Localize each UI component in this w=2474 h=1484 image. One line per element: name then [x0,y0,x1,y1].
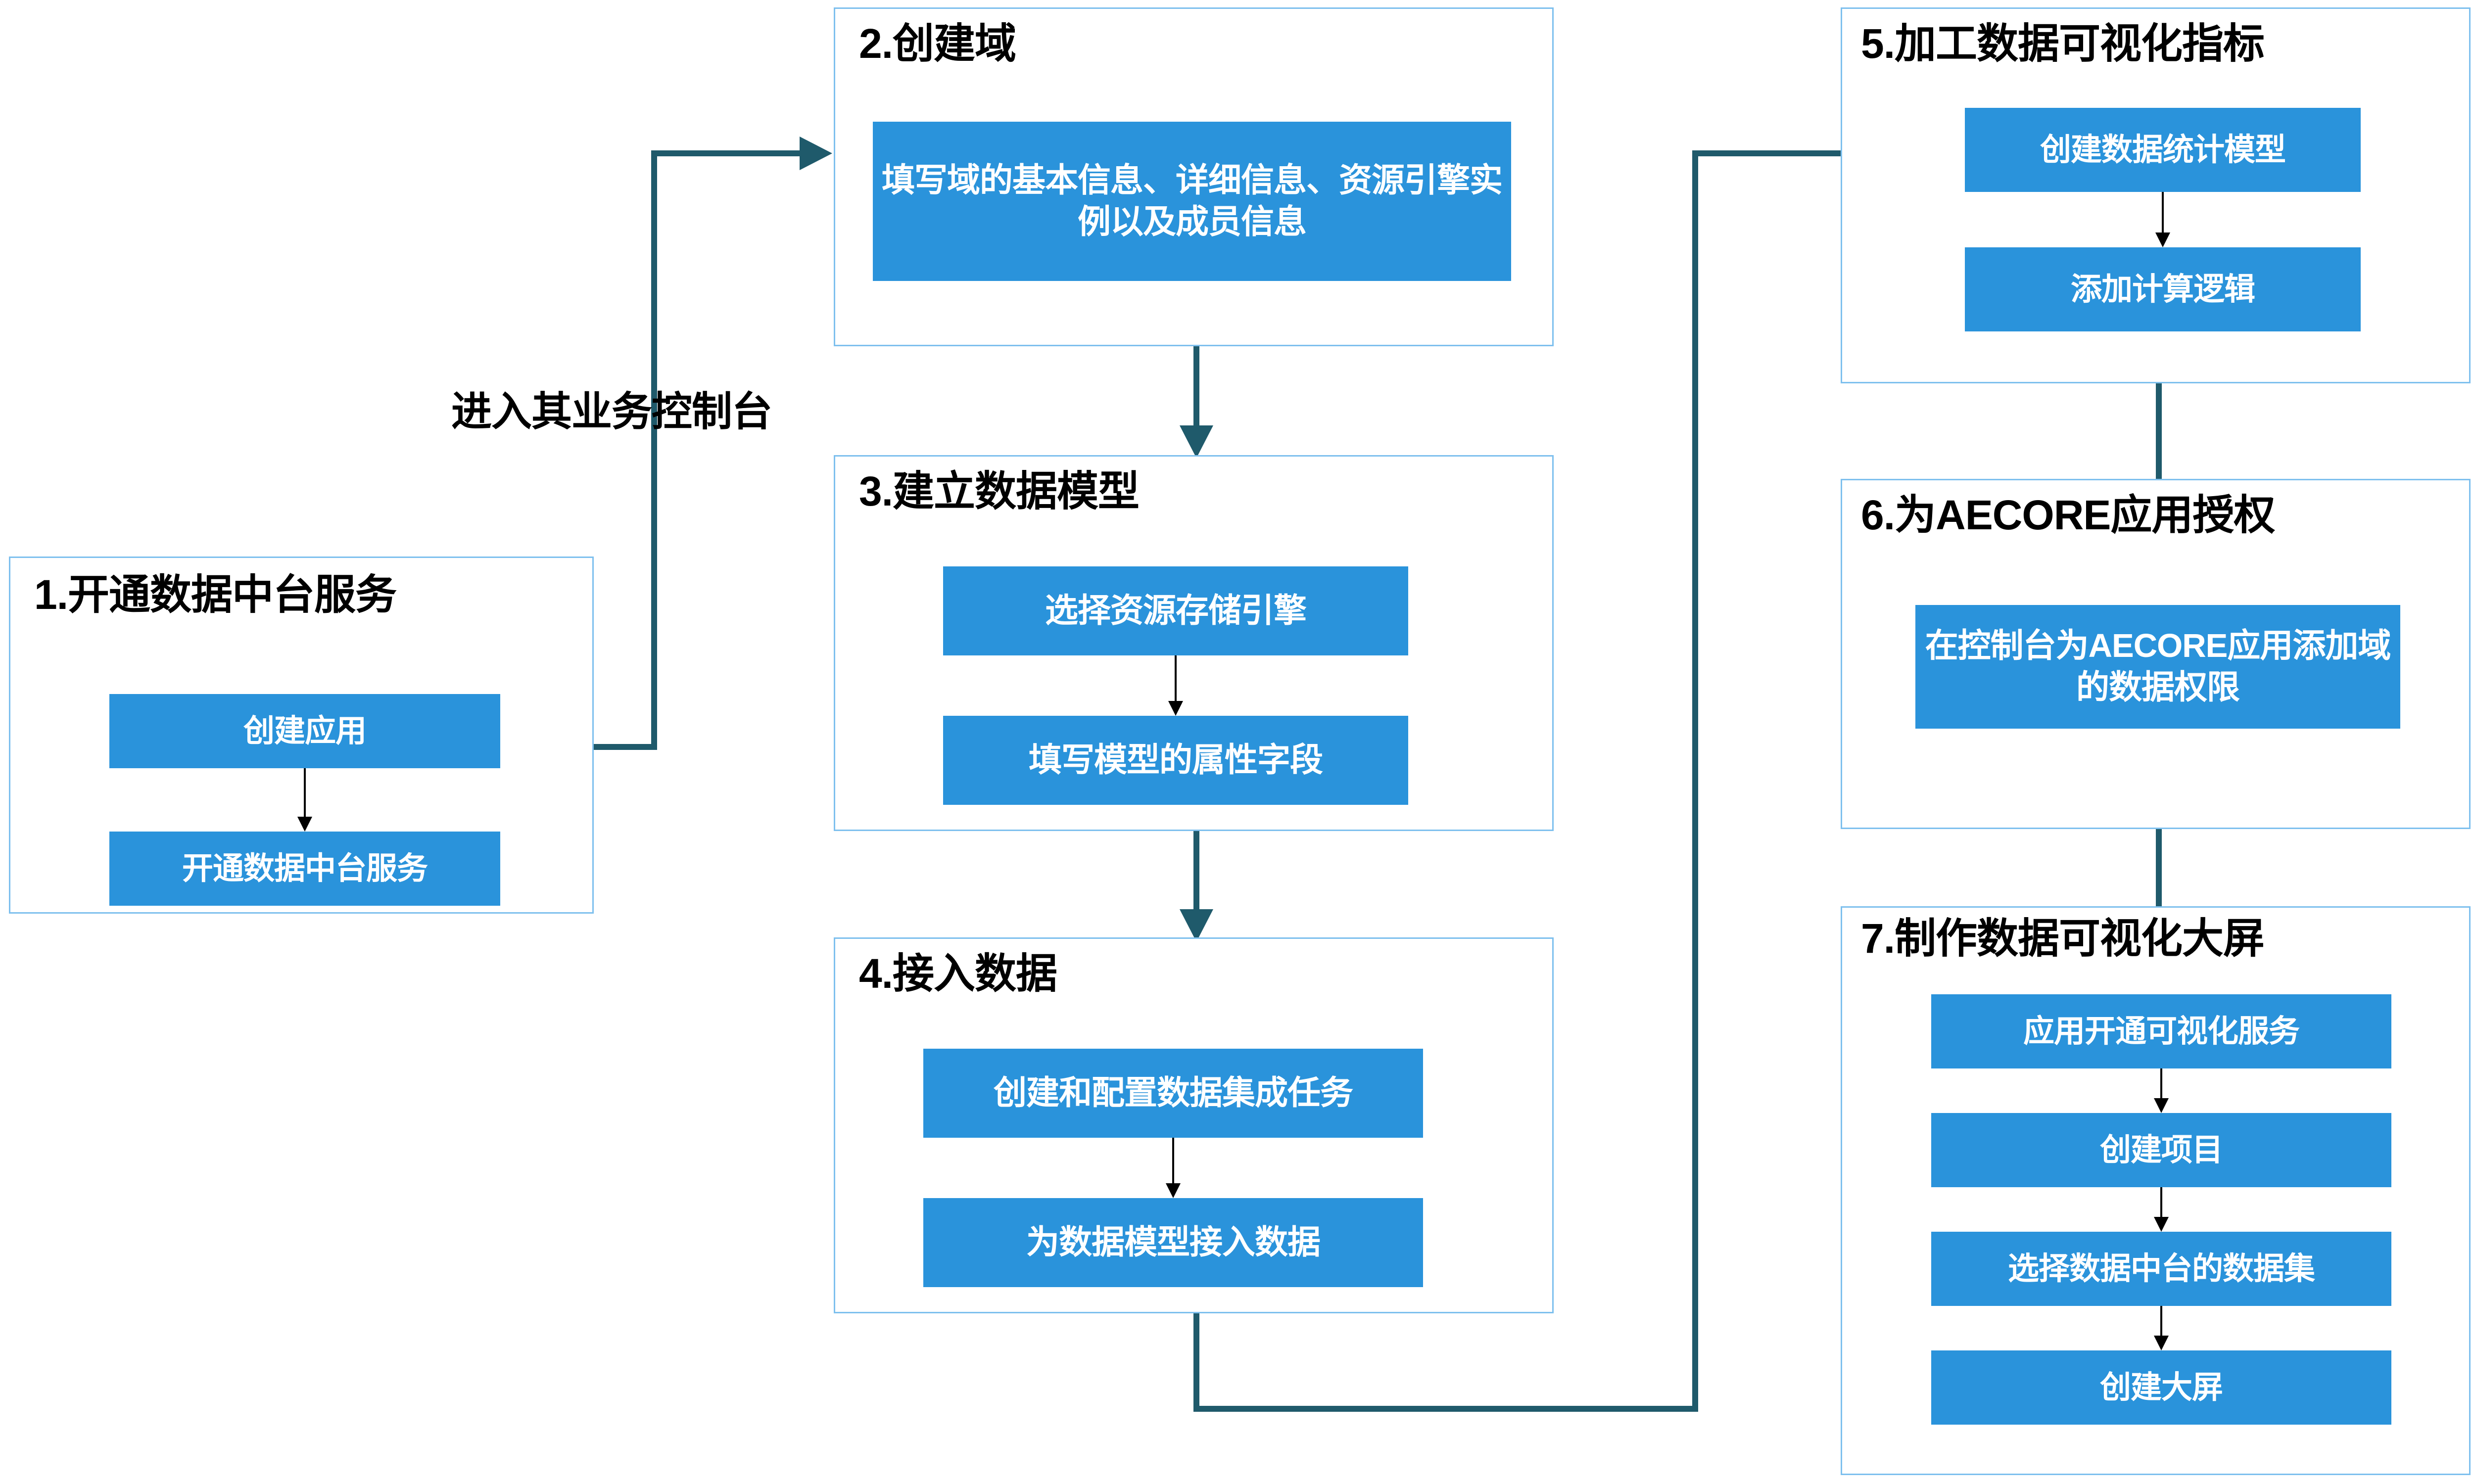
stage-box-5[interactable]: 5.加工数据可视化指标 创建数据统计模型 添加计算逻辑 [1841,7,2471,383]
connector-1-to-2-segment-vertical [651,150,657,750]
connector-4-to-5-segment-down [1193,1302,1199,1412]
step-box-create-dashboard[interactable]: 创建大屏 [1931,1350,2391,1425]
connector-1-to-2-arrowhead [800,137,832,170]
step-box-enable-data-midplatform-service[interactable]: 开通数据中台服务 [109,832,500,906]
connector-2-to-3-shaft [1193,335,1199,425]
connector-6-to-7-shaft [2156,827,2162,906]
step-box-select-midplatform-dataset[interactable]: 选择数据中台的数据集 [1931,1232,2391,1306]
connector-5-to-6-shaft [2156,380,2162,479]
inner-arrow-3-1 [943,655,1408,716]
stage-title-7: 7.制作数据可视化大屏 [1861,915,2265,962]
step-box-create-application[interactable]: 创建应用 [109,694,500,768]
connector-3-to-4-shaft [1193,820,1199,909]
step-box-authorize-aecore-domain-permissions[interactable]: 在控制台为AECORE应用添加域的数据权限 [1915,605,2400,729]
connector-4-to-5-segment-bottom [1193,1406,1698,1412]
step-box-create-configure-integration-task[interactable]: 创建和配置数据集成任务 [923,1049,1423,1138]
step-box-select-storage-engine[interactable]: 选择资源存储引擎 [943,566,1408,655]
edge-label-enter-console: 进入其业务控制台 [451,389,772,434]
stage-box-1[interactable]: 1.开通数据中台服务 创建应用 开通数据中台服务 [9,556,594,914]
inner-arrow-1-1 [109,768,500,832]
step-box-create-statistics-model[interactable]: 创建数据统计模型 [1965,108,2361,192]
stage-title-4: 4.接入数据 [859,950,1057,997]
stage-title-2: 2.创建域 [859,20,1016,67]
step-box-fill-model-attributes[interactable]: 填写模型的属性字段 [943,716,1408,805]
step-box-add-calculation-logic[interactable]: 添加计算逻辑 [1965,247,2361,331]
step-box-create-project[interactable]: 创建项目 [1931,1113,2391,1187]
inner-arrow-7-2 [1931,1187,2391,1232]
connector-4-to-5-segment-into-stage5 [1692,150,1841,156]
stage-title-1: 1.开通数据中台服务 [34,571,397,618]
stage-title-3: 3.建立数据模型 [859,468,1140,514]
connector-2-to-3-arrowhead [1180,425,1213,458]
connector-3-to-4-arrowhead [1180,909,1213,942]
connector-1-to-2-segment-horizontal-out [594,744,657,750]
inner-arrow-5-1 [1965,192,2361,247]
step-box-enable-visualization-service[interactable]: 应用开通可视化服务 [1931,994,2391,1068]
stage-box-4[interactable]: 4.接入数据 创建和配置数据集成任务 为数据模型接入数据 [834,937,1554,1313]
stage-box-7[interactable]: 7.制作数据可视化大屏 应用开通可视化服务 创建项目 选择数据中台的数据集 创建… [1841,906,2471,1475]
inner-arrow-7-1 [1931,1068,2391,1113]
stage-box-3[interactable]: 3.建立数据模型 选择资源存储引擎 填写模型的属性字段 [834,455,1554,831]
stage-title-5: 5.加工数据可视化指标 [1861,20,2265,67]
stage-box-6[interactable]: 6.为AECORE应用授权 在控制台为AECORE应用添加域的数据权限 [1841,479,2471,829]
step-box-fill-domain-info[interactable]: 填写域的基本信息、详细信息、资源引擎实例以及成员信息 [873,122,1511,281]
stage-title-6: 6.为AECORE应用授权 [1861,492,2275,538]
inner-arrow-7-3 [1931,1306,2391,1350]
inner-arrow-4-1 [923,1138,1423,1198]
stage-box-2[interactable]: 2.创建域 填写域的基本信息、详细信息、资源引擎实例以及成员信息 [834,7,1554,346]
step-box-ingest-data-for-model[interactable]: 为数据模型接入数据 [923,1198,1423,1287]
connector-1-to-2-segment-horizontal-in [651,150,800,156]
connector-4-to-5-segment-up [1692,150,1698,1412]
